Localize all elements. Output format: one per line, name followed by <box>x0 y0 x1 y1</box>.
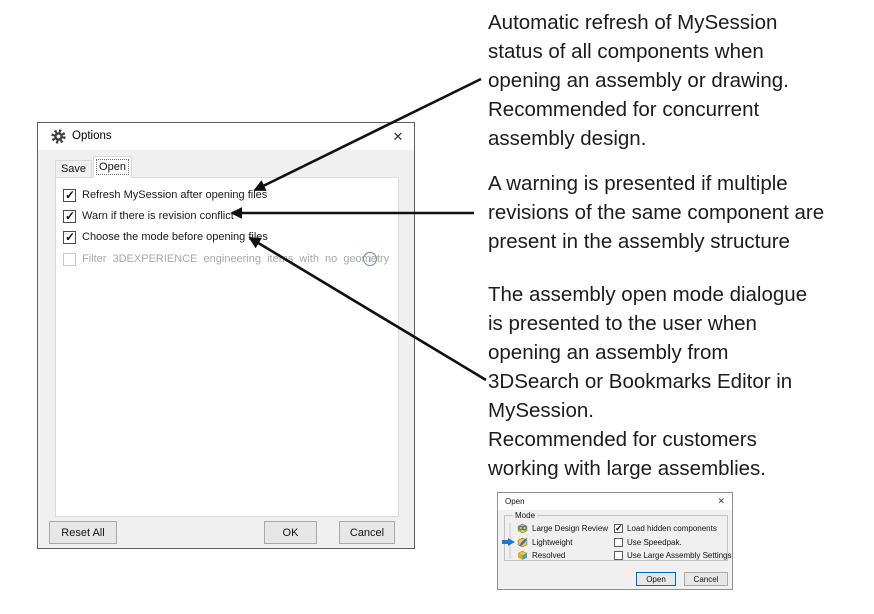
checkbox-row-large-assembly-settings[interactable]: Use Large Assembly Settings <box>614 550 732 561</box>
open-label: Open <box>646 574 666 584</box>
checkbox-label: Load hidden components <box>627 524 717 533</box>
checkbox-label: Choose the mode before opening files <box>82 231 268 243</box>
tab-save-label: Save <box>60 163 87 175</box>
mode-pointer-icon <box>502 538 515 546</box>
checkbox-label: Filter 3DEXPERIENCE engineering items wi… <box>82 253 390 265</box>
checkbox-row-refresh-mysession[interactable]: Refresh MySession after opening files <box>63 188 267 202</box>
mode-label: Lightweight <box>532 537 573 547</box>
close-icon[interactable]: ✕ <box>392 128 404 144</box>
note-refresh-mysession: Automatic refresh of MySession status of… <box>488 11 789 150</box>
mode-resolved[interactable]: Resolved <box>517 549 565 561</box>
mode-large-design-review[interactable]: Large Design Review <box>517 522 608 534</box>
checkbox-use-speedpak[interactable] <box>614 538 623 547</box>
checkbox-revision-conflict[interactable] <box>63 209 76 223</box>
checkbox-row-use-speedpak[interactable]: Use Speedpak. <box>614 537 682 548</box>
tab-open-label: Open <box>99 161 126 173</box>
lightweight-icon <box>517 537 528 547</box>
tab-focus-rect <box>96 159 129 175</box>
checkbox-load-hidden-components[interactable] <box>614 523 623 534</box>
close-icon[interactable]: ✕ <box>717 496 725 506</box>
mode-lightweight[interactable]: Lightweight <box>502 536 573 548</box>
checkbox-row-load-hidden[interactable]: Load hidden components <box>614 523 717 534</box>
checkbox-filter-geometry <box>63 252 76 266</box>
mode-group-label: Mode <box>513 511 538 520</box>
options-dialog: Options ✕ Save Open Refresh MySession af… <box>37 122 415 549</box>
open-dialog-title-bar <box>498 493 732 510</box>
cancel-button[interactable]: Cancel <box>339 521 395 544</box>
tab-save[interactable]: Save <box>55 160 92 178</box>
checkbox-label: Refresh MySession after opening files <box>82 189 268 201</box>
cancel-label: Cancel <box>693 574 719 584</box>
open-mode-dialog: Open ✕ Mode Large Design Review Lightwei… <box>497 492 733 590</box>
info-icon[interactable]: i <box>363 252 377 266</box>
ok-button[interactable]: OK <box>264 521 317 544</box>
resolved-icon <box>517 550 528 560</box>
checkbox-choose-mode[interactable] <box>63 230 76 244</box>
open-tab-page <box>55 177 399 517</box>
cancel-label: Cancel <box>349 526 385 539</box>
note-open-mode-dialog: The assembly open mode dialogue is prese… <box>488 283 808 480</box>
checkbox-row-revision-conflict[interactable]: Warn if there is revision conflict <box>63 209 234 223</box>
tab-open[interactable]: Open <box>93 156 132 178</box>
options-dialog-title: Options <box>72 130 112 142</box>
reset-all-button[interactable]: Reset All <box>49 521 117 544</box>
large-design-review-icon <box>517 523 528 533</box>
open-dialog-title: Open <box>505 497 525 506</box>
checkbox-label: Use Large Assembly Settings <box>627 551 732 560</box>
mode-group-box: Mode <box>504 511 728 561</box>
checkbox-row-filter-geometry: Filter 3DEXPERIENCE engineering items wi… <box>63 252 389 266</box>
reset-all-label: Reset All <box>61 526 105 539</box>
open-button[interactable]: Open <box>636 572 676 586</box>
cancel-button[interactable]: Cancel <box>684 572 728 586</box>
checkbox-use-large-assembly-settings[interactable] <box>614 551 623 560</box>
checkbox-label: Warn if there is revision conflict <box>82 210 234 222</box>
mode-label: Resolved <box>532 550 566 560</box>
mode-label: Large Design Review <box>532 523 609 533</box>
note-revision-warning: A warning is presented if multiple revis… <box>488 172 825 253</box>
checkbox-label: Use Speedpak. <box>627 538 682 547</box>
checkbox-refresh-mysession[interactable] <box>63 188 76 202</box>
checkbox-row-choose-mode[interactable]: Choose the mode before opening files <box>63 230 268 244</box>
gear-icon <box>51 129 66 144</box>
ok-label: OK <box>282 526 299 539</box>
